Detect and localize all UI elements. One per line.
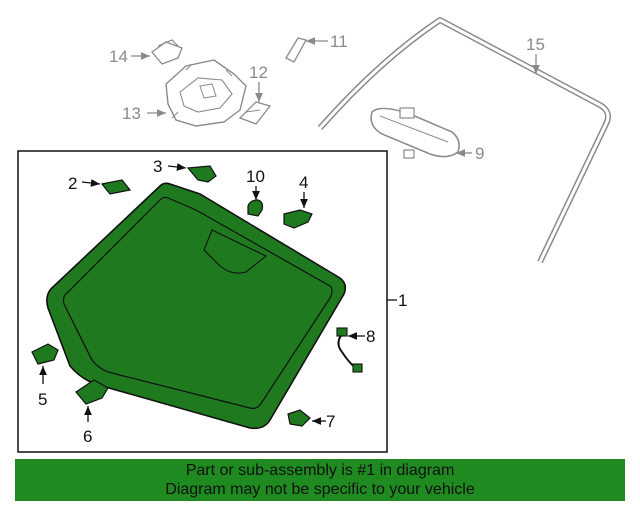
part-12-clip bbox=[238, 101, 272, 125]
banner-line-1: Part or sub-assembly is #1 in diagram bbox=[185, 462, 455, 479]
callout-11: 11 bbox=[330, 32, 348, 51]
part-5-bracket bbox=[31, 343, 59, 365]
callout-9: 9 bbox=[475, 144, 484, 163]
part-2-molding-clip bbox=[100, 179, 132, 195]
part-13-bracket bbox=[165, 59, 247, 127]
part-3-retainer bbox=[186, 165, 217, 183]
callout-14: 14 bbox=[109, 47, 128, 66]
part-4-bracket bbox=[283, 209, 313, 229]
part-6-bracket bbox=[75, 379, 109, 405]
callout-3: 3 bbox=[153, 157, 162, 176]
callout-10: 10 bbox=[246, 167, 265, 186]
part-11-clip bbox=[285, 37, 307, 63]
windshield-glass bbox=[46, 182, 347, 430]
callout-12: 12 bbox=[249, 63, 268, 82]
callout-4: 4 bbox=[299, 173, 308, 192]
part-8-harness bbox=[336, 327, 363, 373]
callout-8: 8 bbox=[366, 327, 375, 346]
callout-1: 1 bbox=[398, 291, 407, 310]
part-14-clip bbox=[151, 39, 183, 65]
callout-6: 6 bbox=[83, 427, 92, 446]
rear-view-mirror bbox=[370, 107, 460, 159]
callout-15: 15 bbox=[526, 35, 545, 54]
info-banner: Part or sub-assembly is #1 in diagram Di… bbox=[15, 459, 625, 501]
callout-13: 13 bbox=[122, 104, 141, 123]
windshield-molding bbox=[317, 17, 611, 264]
part-7-clip bbox=[287, 409, 311, 427]
part-10-cover bbox=[247, 199, 264, 217]
assembly-box bbox=[17, 150, 388, 453]
callout-2: 2 bbox=[68, 174, 77, 193]
callout-7: 7 bbox=[326, 412, 335, 431]
callout-5: 5 bbox=[38, 390, 47, 409]
banner-line-2: Diagram may not be specific to your vehi… bbox=[165, 481, 475, 498]
